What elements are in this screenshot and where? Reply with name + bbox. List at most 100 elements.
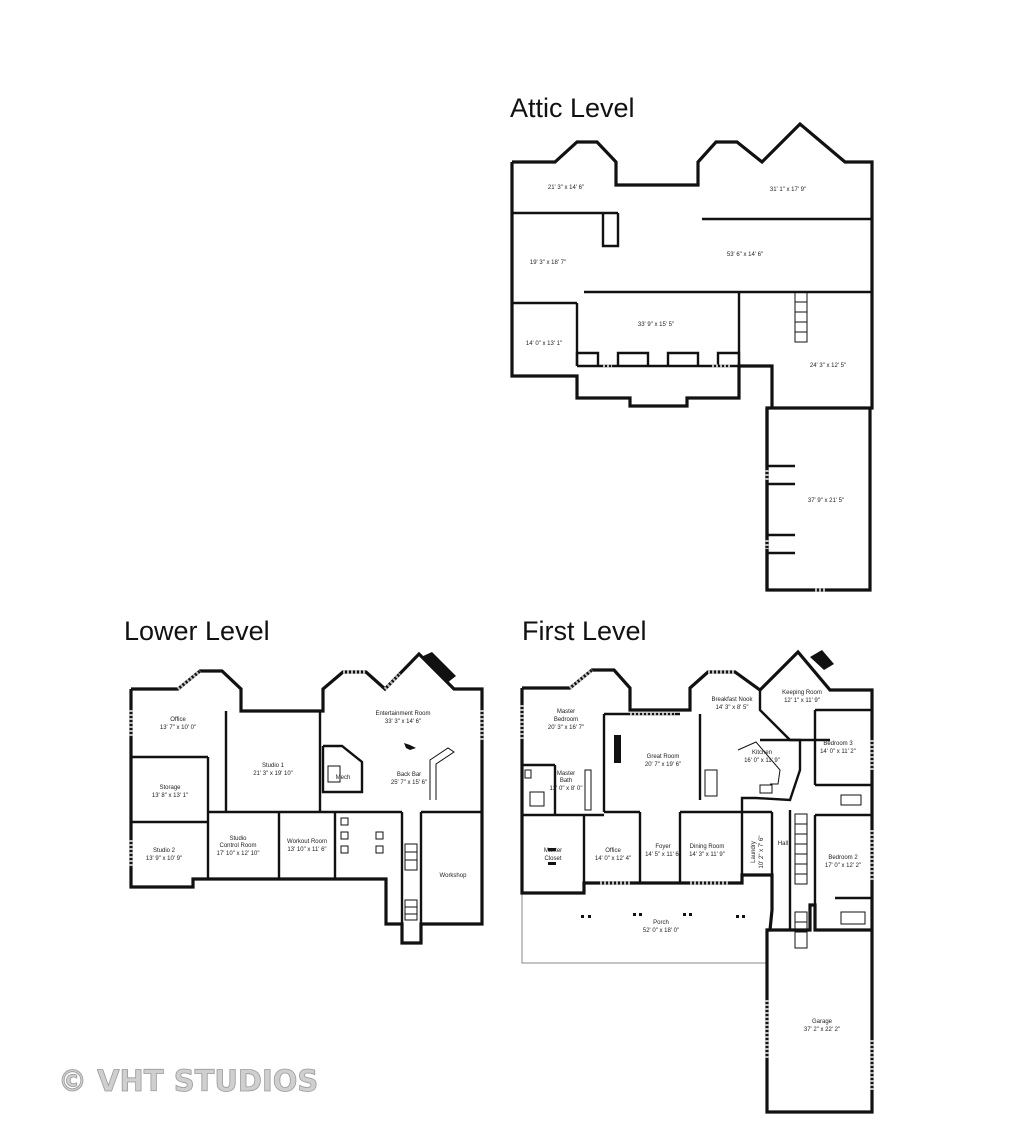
studio-1-dim: 21' 3" x 19' 10" bbox=[253, 771, 293, 777]
workout-room-dim: 13' 10" x 11' 6" bbox=[287, 847, 326, 853]
fireplace bbox=[614, 735, 621, 763]
mech-equipment bbox=[327, 765, 341, 783]
great-room-label: Great Room bbox=[647, 754, 680, 760]
keeping-room-wall bbox=[758, 690, 830, 742]
storage-label: Storage bbox=[159, 785, 181, 791]
master-closet-label-2: Closet bbox=[544, 856, 561, 862]
kitchen-island bbox=[737, 741, 781, 785]
first-outline-wall-left bbox=[520, 688, 774, 932]
porch-post bbox=[639, 913, 642, 916]
bedroom-2-label: Bedroom 2 bbox=[828, 855, 858, 861]
master-bedroom-dim: 20' 3" x 16' 7" bbox=[548, 725, 584, 731]
kitchen-label: Kitchen bbox=[752, 750, 772, 756]
fixture bbox=[340, 831, 349, 840]
fixture bbox=[340, 817, 349, 826]
master-bath-dim: 12' 0" x 8' 0" bbox=[550, 786, 583, 792]
first-stair bbox=[794, 813, 808, 885]
lower-outline-wall bbox=[129, 651, 484, 945]
porch-post bbox=[689, 913, 692, 916]
closet-rod bbox=[548, 848, 556, 851]
attic-room-dim: 31' 1" x 17' 9" bbox=[770, 187, 806, 193]
workout-room-label: Workout Room bbox=[287, 839, 327, 845]
bath-fixture bbox=[840, 794, 862, 806]
laundry-label: Laundry bbox=[751, 841, 757, 863]
porch-post bbox=[581, 915, 584, 918]
back-bar-label: Back Bar bbox=[397, 772, 421, 778]
back-bar-dim: 25' 7" x 15' 6" bbox=[391, 780, 427, 786]
fixture bbox=[375, 831, 384, 840]
breakfast-nook-dim: 14' 3" x 8' 5" bbox=[716, 705, 749, 711]
workshop-label: Workshop bbox=[440, 873, 468, 879]
lower-level-plan: Lower Level bbox=[124, 616, 484, 945]
storage-dim: 13' 8" x 13' 1" bbox=[152, 793, 188, 799]
attic-room-dim: 24' 3" x 12' 5" bbox=[810, 363, 846, 369]
porch-post bbox=[742, 915, 745, 918]
attic-dormer bbox=[716, 351, 741, 366]
attic-dormer bbox=[575, 351, 600, 366]
attic-outline-wall-left bbox=[510, 162, 774, 408]
first-level-title: First Level bbox=[522, 616, 647, 646]
porch-post bbox=[736, 915, 739, 918]
hall-label: Hall bbox=[778, 841, 788, 847]
entertainment-room-dim: 33' 3" x 14' 6" bbox=[385, 719, 421, 725]
fireplace bbox=[810, 650, 834, 670]
refrigerator bbox=[759, 784, 773, 794]
master-bedroom-label-2: Bedroom bbox=[554, 717, 578, 723]
office-dim: 14' 0" x 12' 4" bbox=[595, 856, 631, 862]
keeping-room-label: Keeping Room bbox=[782, 690, 822, 696]
lower-office-label: Office bbox=[170, 717, 186, 723]
first-level-plan: First Level bbox=[520, 616, 874, 1114]
bar-counter bbox=[429, 747, 455, 800]
garage-dim: 37' 2" x 22' 2" bbox=[804, 1027, 840, 1033]
keeping-room-dim: 12' 1" x 11' 9" bbox=[784, 698, 820, 704]
fixture bbox=[375, 845, 384, 854]
first-outline-wall bbox=[522, 649, 874, 1114]
attic-room-dim: 21' 3" x 14' 6" bbox=[548, 185, 584, 191]
attic-level-title: Attic Level bbox=[510, 93, 635, 123]
attic-stair bbox=[794, 291, 808, 343]
office-label: Office bbox=[605, 848, 621, 854]
attic-room-dim: 14' 0" x 13' 1" bbox=[526, 341, 562, 347]
mech-label: Mech bbox=[336, 775, 351, 781]
entertainment-room-label: Entertainment Room bbox=[375, 711, 430, 717]
attic-room-dim: 19' 3" x 18' 7" bbox=[530, 260, 566, 266]
attic-outline-wall bbox=[512, 121, 874, 592]
control-room-label: Studio bbox=[229, 836, 247, 842]
attic-dormer bbox=[616, 351, 650, 366]
porch-dim: 52' 0" x 18' 0" bbox=[643, 928, 679, 934]
master-bath-label: Master bbox=[557, 771, 575, 777]
attic-room-dim: 33' 9" x 15' 5" bbox=[638, 322, 674, 328]
column bbox=[404, 743, 416, 750]
lower-office-dim: 13' 7" x 10' 0" bbox=[160, 725, 196, 731]
foyer-label: Foyer bbox=[655, 844, 670, 850]
bedroom-3-dim: 14' 0" x 11' 2" bbox=[820, 749, 856, 755]
porch-post bbox=[588, 915, 591, 918]
fireplace bbox=[421, 652, 456, 683]
toilet bbox=[524, 769, 532, 779]
porch-post bbox=[633, 913, 636, 916]
tub bbox=[529, 791, 545, 807]
mech-room-wall bbox=[321, 744, 364, 794]
attic-dormer bbox=[666, 351, 700, 366]
control-room-dim: 17' 10" x 12' 10" bbox=[217, 851, 260, 857]
lower-stair bbox=[404, 843, 418, 871]
breakfast-nook-label: Breakfast Nook bbox=[711, 697, 753, 703]
master-bedroom-label: Master bbox=[557, 709, 575, 715]
kitchen-dim: 16' 0" x 11' 9" bbox=[744, 758, 780, 764]
porch-post bbox=[683, 913, 686, 916]
lower-level-title: Lower Level bbox=[124, 616, 270, 646]
porch-label: Porch bbox=[653, 920, 669, 926]
attic-level-plan: Attic Level 21' 3" x bbox=[510, 93, 874, 592]
dining-room-dim: 14' 3" x 11' 9" bbox=[689, 852, 725, 858]
window bbox=[568, 668, 594, 690]
laundry-dim: 10' 2" x 7' 6" bbox=[759, 836, 765, 869]
great-room-dim: 20' 7" x 19' 6" bbox=[645, 762, 681, 768]
vanity bbox=[584, 769, 592, 811]
attic-chimney bbox=[601, 213, 620, 248]
window bbox=[383, 672, 402, 691]
lower-stair bbox=[404, 899, 418, 921]
control-room-label-2: Control Room bbox=[219, 843, 256, 849]
studio-1-label: Studio 1 bbox=[262, 763, 285, 769]
fixture bbox=[340, 845, 349, 854]
